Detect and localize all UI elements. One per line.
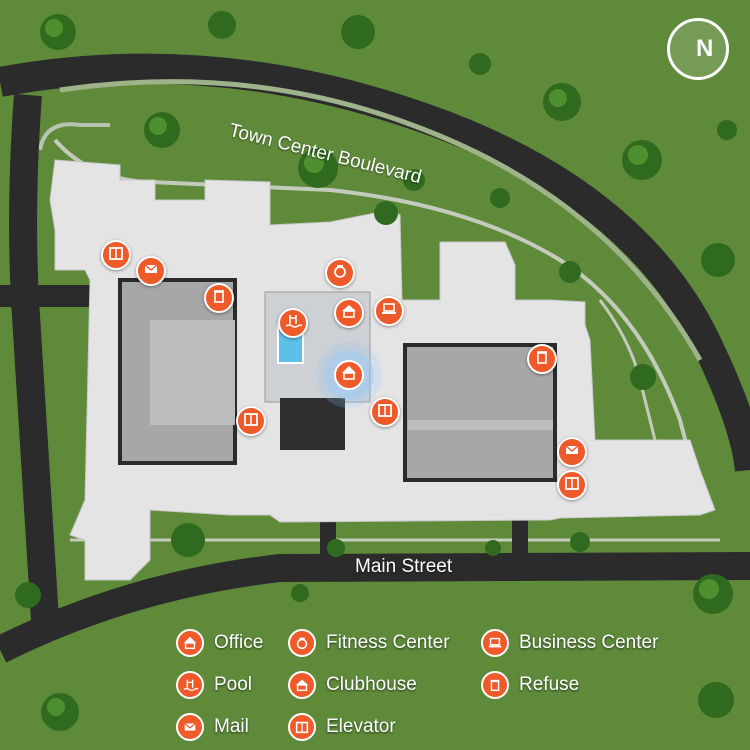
poi-refuse[interactable] <box>527 344 557 374</box>
mail-icon <box>176 713 204 741</box>
main-street-road <box>0 552 750 663</box>
business-icon <box>380 300 398 323</box>
business-icon <box>481 629 509 657</box>
elevator-icon <box>288 713 316 741</box>
pool-icon <box>284 312 303 335</box>
pool-icon <box>176 671 204 699</box>
legend-label: Fitness Center <box>326 632 450 653</box>
street-label-main: Main Street <box>355 556 453 577</box>
elevator-icon <box>376 401 394 424</box>
clubhouse-icon <box>288 671 316 699</box>
legend-label: Elevator <box>326 716 396 737</box>
fitness-icon <box>331 262 349 285</box>
legend-item-business: Business Center <box>481 629 658 657</box>
legend-item-elevator: Elevator <box>288 713 396 741</box>
poi-clubhouse[interactable] <box>334 298 364 328</box>
poi-elevator[interactable] <box>101 240 131 270</box>
mail-icon <box>142 260 160 283</box>
legend-item-refuse: Refuse <box>481 671 579 699</box>
poi-business-center[interactable] <box>374 296 404 326</box>
legend-item-mail: Mail <box>176 713 249 741</box>
compass-north-button[interactable]: N <box>667 18 729 80</box>
elevator-icon <box>107 244 125 267</box>
office-icon <box>340 364 358 387</box>
legend-item-pool: Pool <box>176 671 252 699</box>
town-center-boulevard-road <box>0 53 750 472</box>
legend-item-fitness: Fitness Center <box>288 629 450 657</box>
legend-item-clubhouse: Clubhouse <box>288 671 417 699</box>
clubhouse-icon <box>340 302 358 325</box>
poi-elevator[interactable] <box>236 406 266 436</box>
trees <box>15 11 737 731</box>
mail-icon <box>563 441 581 464</box>
office-icon <box>176 629 204 657</box>
refuse-icon <box>533 348 551 371</box>
legend-item-office: Office <box>176 629 263 657</box>
compass-label: N <box>696 35 714 62</box>
refuse-icon <box>210 287 228 310</box>
poi-mail[interactable] <box>557 437 587 467</box>
poi-elevator[interactable] <box>370 397 400 427</box>
legend-label: Clubhouse <box>326 674 417 695</box>
poi-fitness[interactable] <box>325 258 355 288</box>
legend-label: Office <box>214 632 264 653</box>
poi-refuse[interactable] <box>204 283 234 313</box>
refuse-icon <box>481 671 509 699</box>
poi-pool[interactable] <box>278 308 308 338</box>
elevator-icon <box>242 410 260 433</box>
legend-label: Refuse <box>519 674 580 695</box>
fitness-icon <box>288 629 316 657</box>
legend-label: Pool <box>214 674 253 695</box>
poi-mail[interactable] <box>136 256 166 286</box>
legend-label: Business Center <box>519 632 659 653</box>
poi-office[interactable] <box>334 360 364 390</box>
legend-label: Mail <box>214 716 249 737</box>
poi-elevator[interactable] <box>557 470 587 500</box>
elevator-icon <box>563 474 581 497</box>
